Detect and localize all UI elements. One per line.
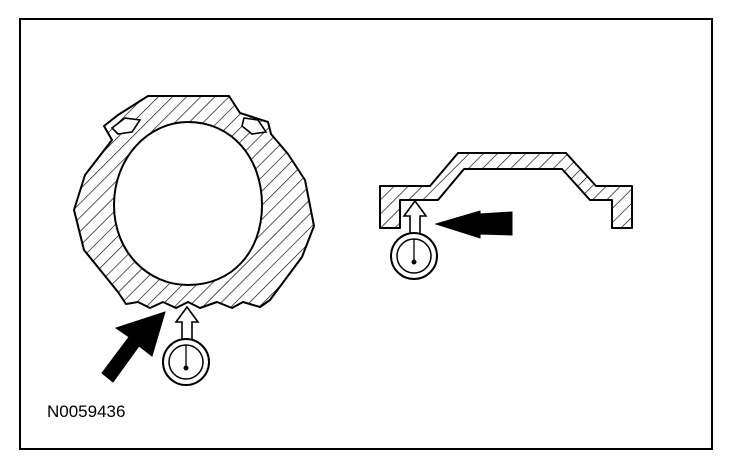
filled-arrow-right <box>434 210 513 239</box>
filled-arrow-icon <box>101 311 166 383</box>
diagram-frame <box>19 18 713 450</box>
figure-id-label: N0059436 <box>47 402 126 421</box>
round-housing-section <box>73 95 315 309</box>
round-housing-wall <box>73 95 315 309</box>
inspection-symbol-icon <box>390 232 438 280</box>
channel-bracket-section <box>379 152 633 229</box>
inspection-symbol-dot <box>183 365 189 371</box>
outline-arrow-left <box>174 305 200 341</box>
round-housing-lip-left <box>110 117 142 135</box>
round-housing-lip-right <box>241 117 268 135</box>
outline-arrow-icon <box>174 305 200 341</box>
outline-arrow-right <box>402 199 428 235</box>
outline-arrow-icon <box>402 199 428 235</box>
inspection-symbol-dot <box>411 259 417 265</box>
filled-arrow-left <box>101 311 166 383</box>
filled-arrow-icon <box>434 210 513 239</box>
inspection-symbol-icon <box>162 338 210 386</box>
channel-bracket-wall <box>379 152 633 229</box>
